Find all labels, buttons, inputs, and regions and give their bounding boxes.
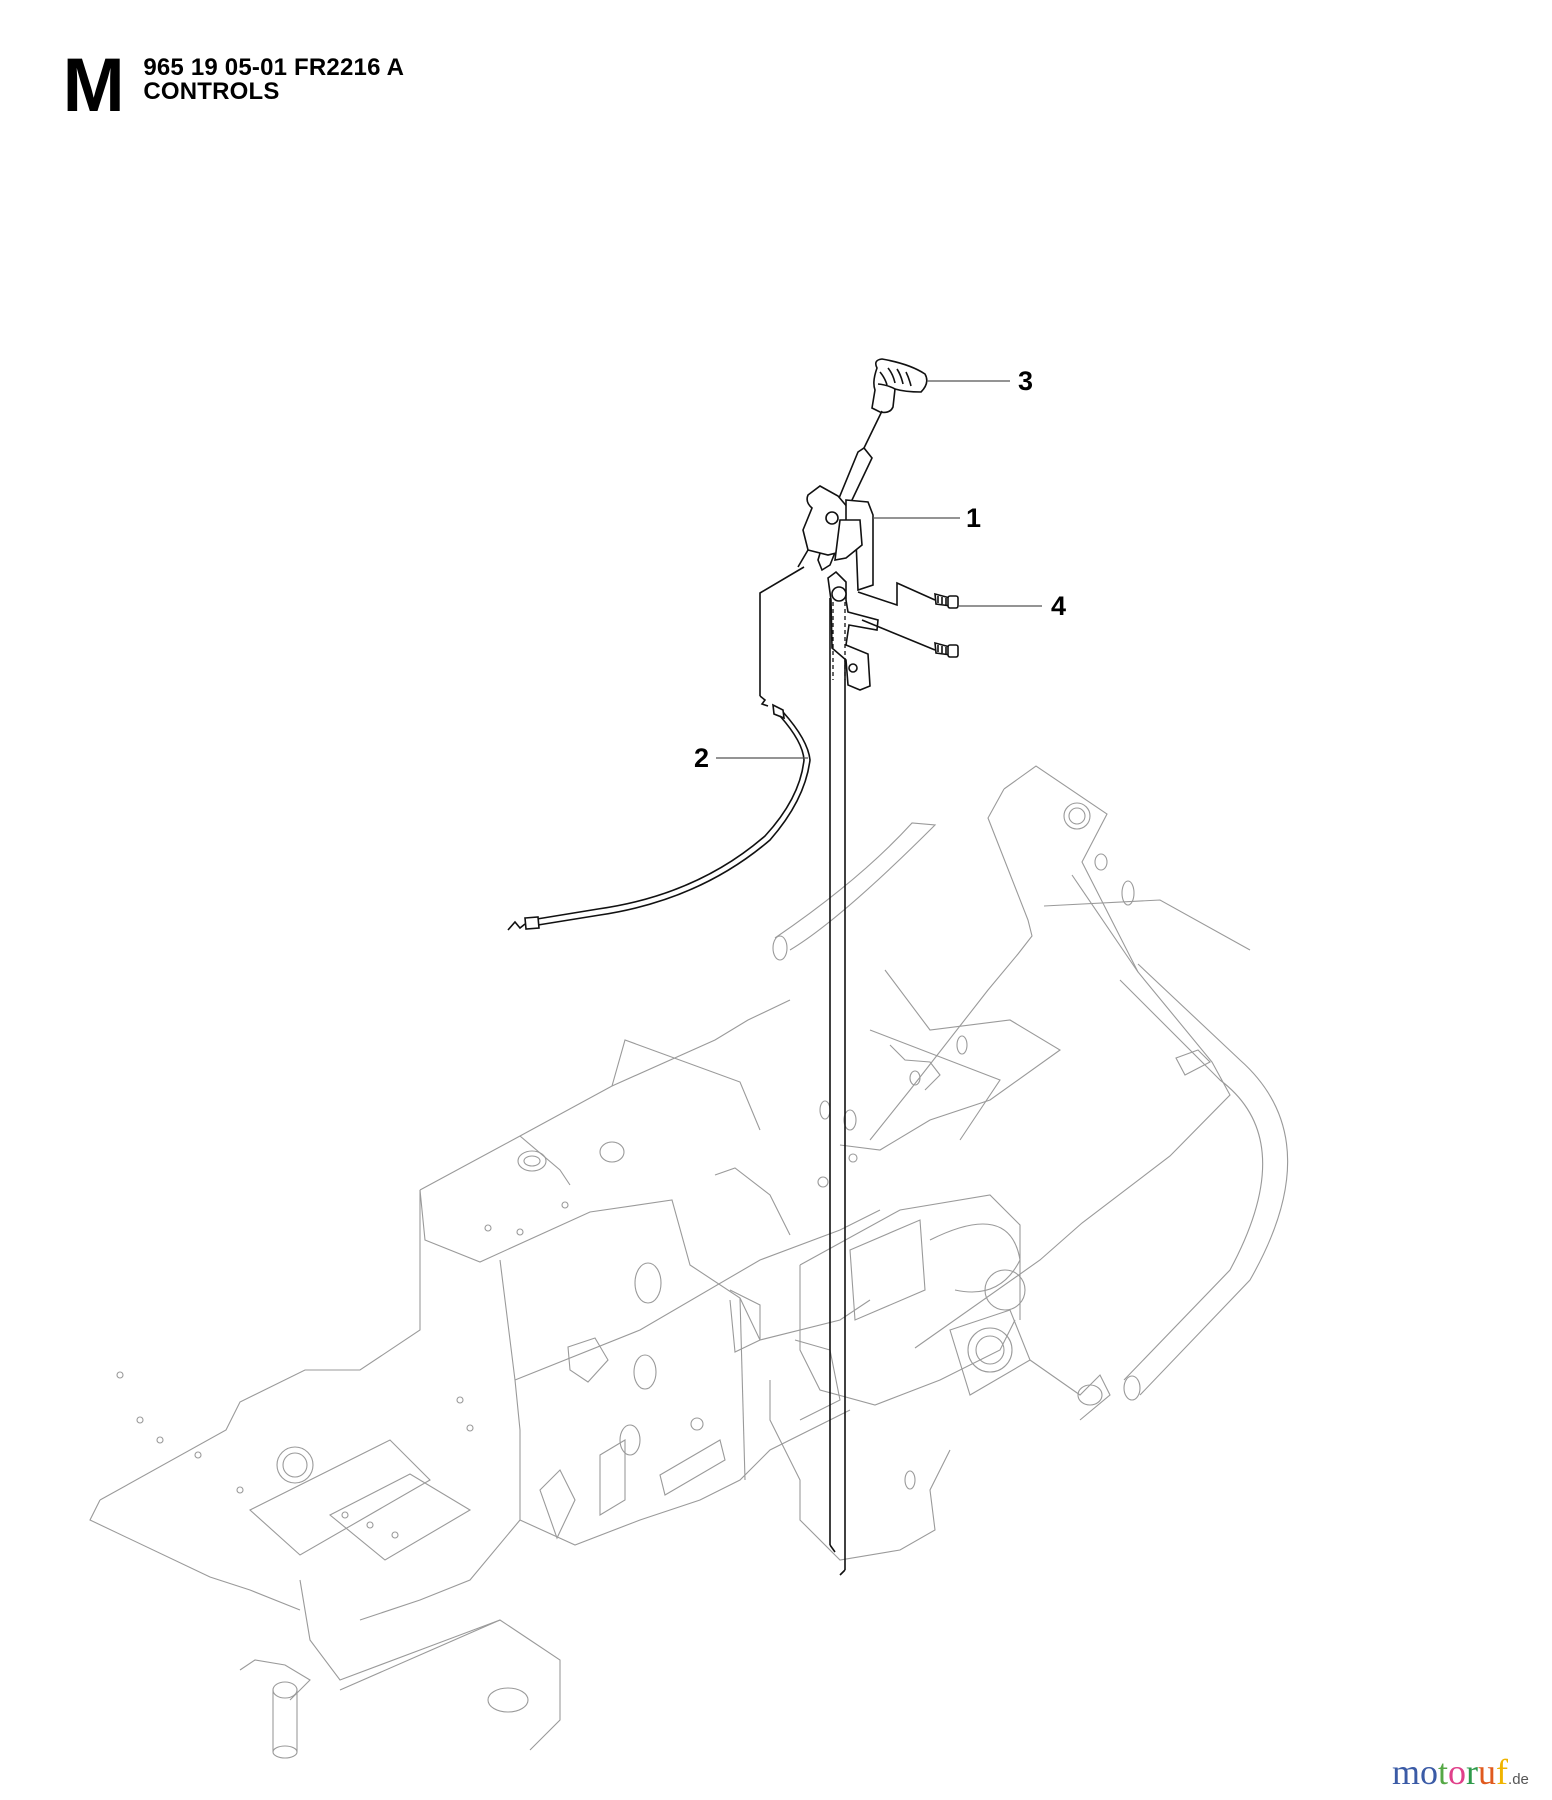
mounting-bracket-part: [827, 570, 879, 691]
throttle-cable-part: [507, 566, 811, 931]
logo-letter: o: [1420, 1752, 1439, 1792]
part-number-line: 965 19 05-01 FR2216 A: [143, 54, 405, 81]
logo-letter: m: [1392, 1752, 1421, 1792]
callout-4: 4: [1051, 591, 1067, 621]
logo-letter: t: [1438, 1752, 1449, 1792]
logo-letter: f: [1496, 1752, 1509, 1792]
callout-3: 3: [1018, 366, 1034, 396]
section-letter: M: [62, 43, 125, 128]
callout-leaders: [716, 380, 1042, 759]
section-title: CONTROLS: [143, 78, 280, 105]
control-knob-part: [863, 358, 928, 449]
logo-letter: o: [1448, 1752, 1467, 1792]
header-text-block: 965 19 05-01 FR2216 A CONTROLS: [143, 56, 404, 104]
callout-1: 1: [966, 503, 982, 533]
motoruf-watermark-logo: motoruf.de: [1392, 1752, 1529, 1800]
throttle-lever-part: [797, 446, 874, 592]
logo-letter: u: [1478, 1752, 1497, 1792]
callout-2: 2: [694, 743, 710, 773]
mounting-screws-part: [857, 581, 959, 658]
mower-frame-drawing: [89, 765, 1289, 1759]
logo-letter: r: [1466, 1752, 1479, 1792]
throttle-rod: [829, 598, 846, 1576]
page-header: M 965 19 05-01 FR2216 A CONTROLS: [62, 43, 404, 128]
logo-tld: .de: [1508, 1771, 1529, 1788]
